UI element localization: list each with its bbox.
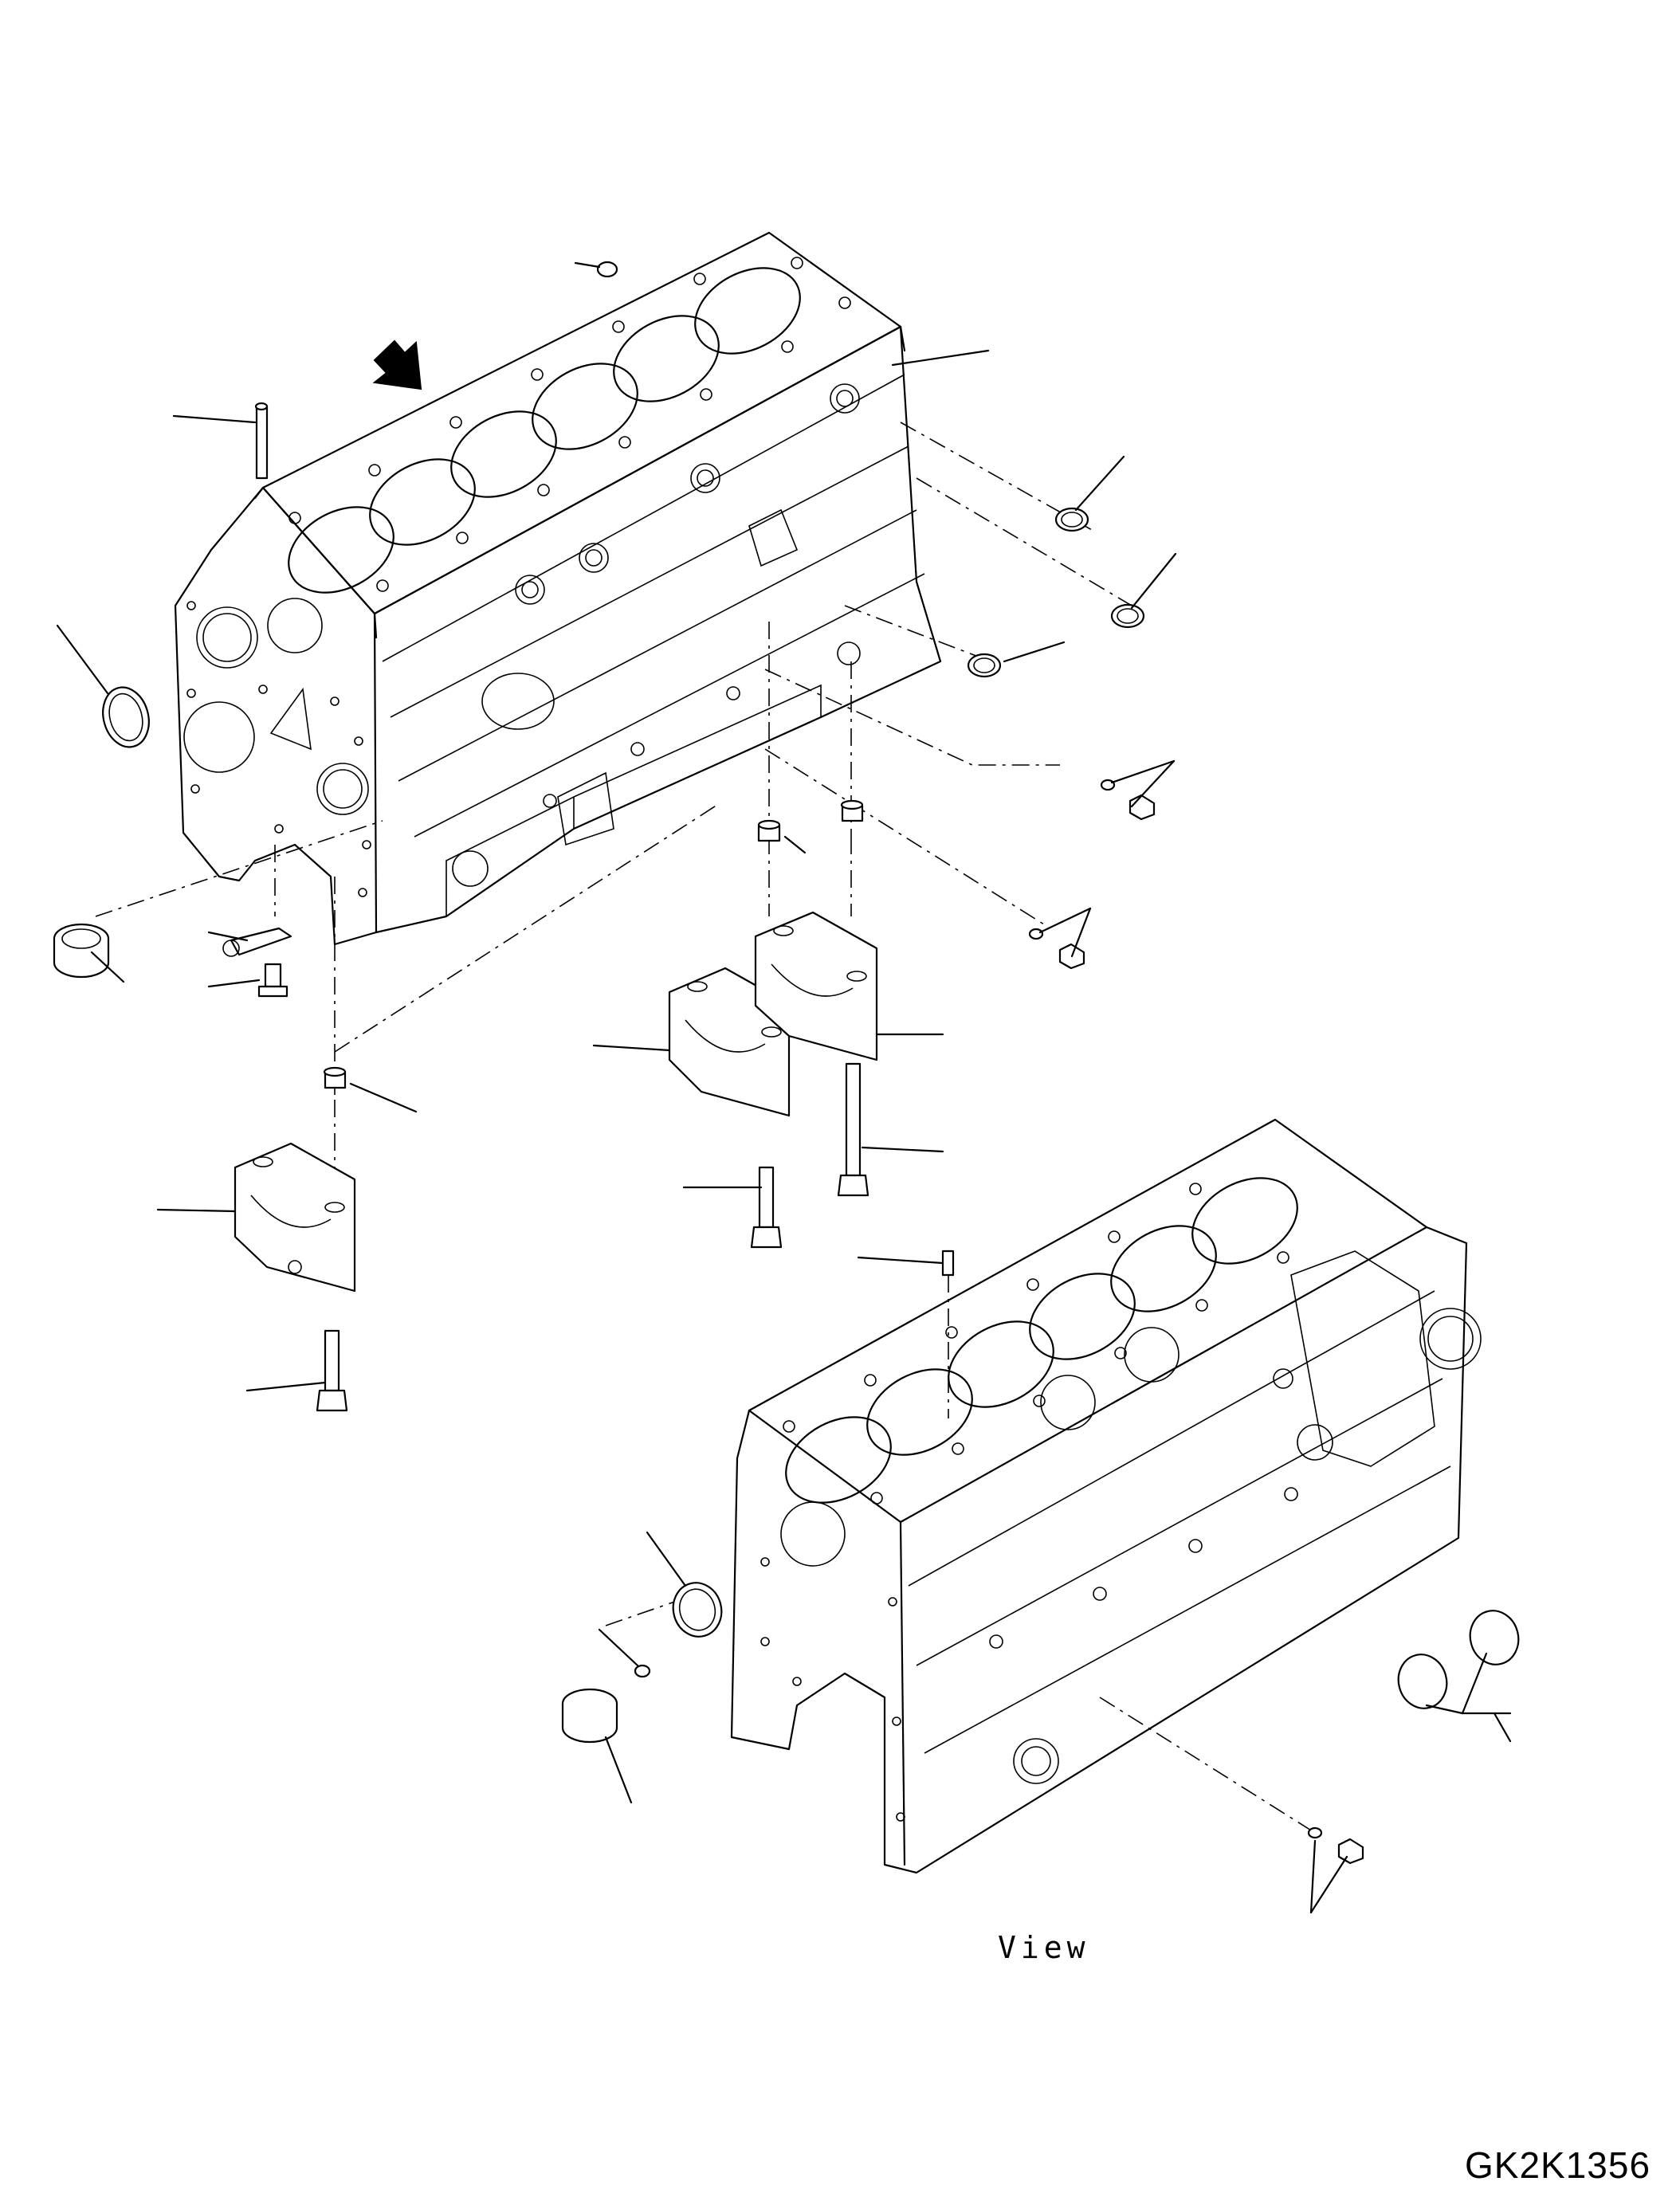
view-direction-arrow-icon	[375, 341, 421, 389]
plug-top	[598, 262, 617, 277]
upper-cylinder-block	[175, 233, 940, 944]
seal-ring-left	[96, 682, 155, 752]
plugs-right	[1030, 780, 1154, 968]
upper-bores	[274, 251, 815, 610]
main-bearing-bolts	[317, 1064, 868, 1410]
dowel-bushes	[324, 801, 862, 1088]
lower-bores	[771, 1161, 1313, 1520]
assembly-lines	[96, 422, 1315, 1833]
main-bearing-cap-right	[756, 912, 877, 1060]
view-label: View	[998, 1930, 1090, 1965]
dowel-pin-top	[256, 403, 267, 478]
lower-cylinder-block	[732, 1120, 1481, 1873]
seal-rings-right	[968, 508, 1144, 677]
main-bearing-cap-left	[235, 1144, 355, 1291]
view-lower-parts	[563, 1577, 1525, 1863]
bushing-left	[54, 924, 108, 977]
piston-cooling-nozzle	[223, 928, 291, 996]
dowel-pin-lower	[943, 1251, 953, 1275]
leader-lines	[57, 263, 1510, 1913]
drawing-code: GK2K1356	[1465, 2144, 1651, 2186]
